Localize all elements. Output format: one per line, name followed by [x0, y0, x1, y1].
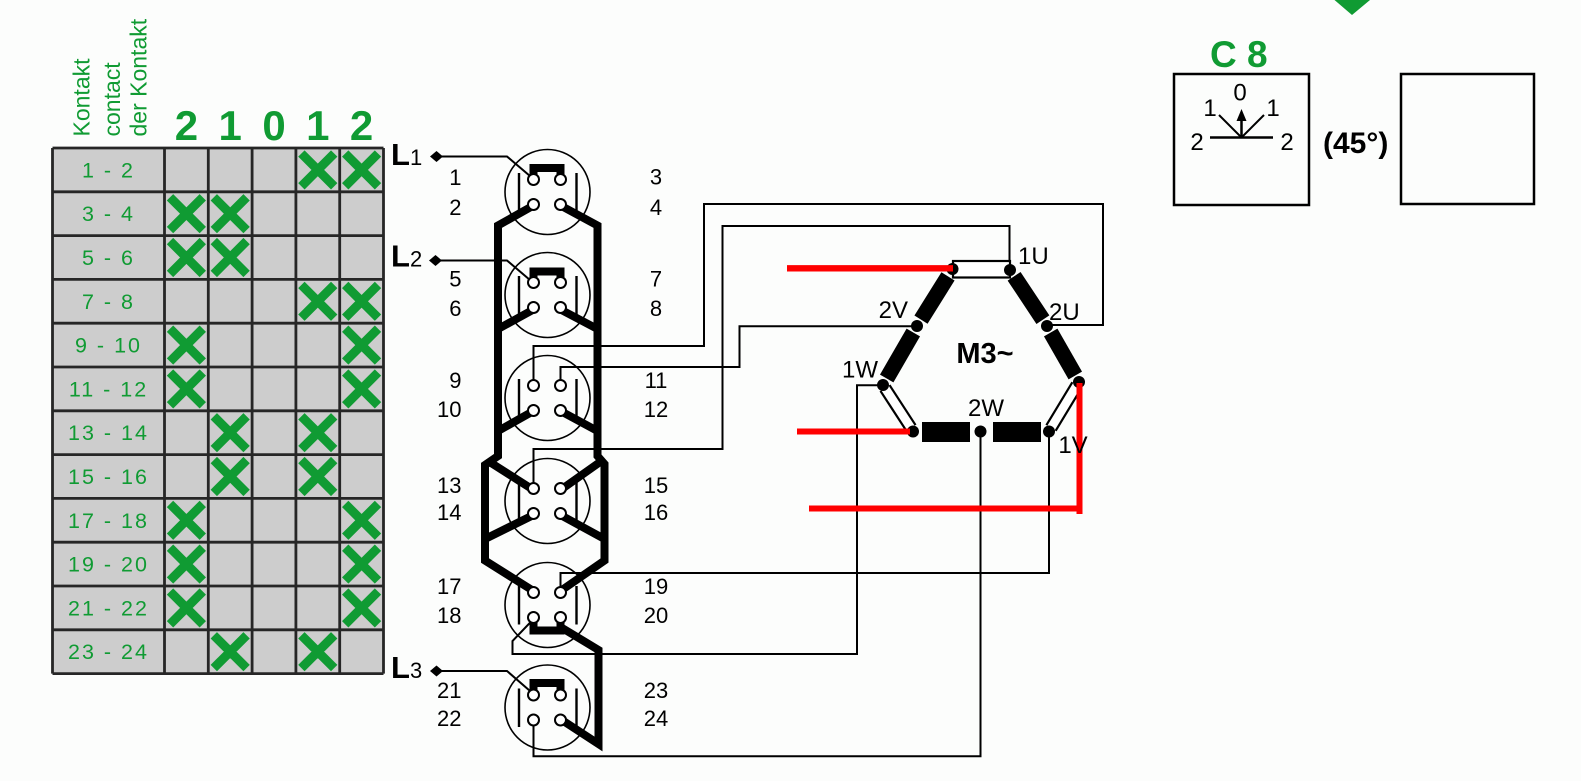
svg-text:11: 11 — [645, 368, 668, 393]
svg-text:2: 2 — [350, 102, 373, 149]
svg-text:1: 1 — [449, 165, 461, 190]
svg-text:2: 2 — [1280, 129, 1293, 156]
svg-text:22: 22 — [437, 706, 461, 731]
svg-text:17: 17 — [437, 574, 461, 599]
svg-text:Kontakt: Kontakt — [69, 58, 95, 137]
svg-text:C 8: C 8 — [1210, 34, 1268, 75]
svg-text:11 - 12: 11 - 12 — [69, 377, 148, 401]
svg-text:1: 1 — [306, 102, 329, 149]
svg-text:23 - 24: 23 - 24 — [68, 640, 149, 664]
svg-text:1V: 1V — [1058, 432, 1087, 459]
svg-text:der Kontakt: der Kontakt — [126, 18, 152, 136]
svg-text:24: 24 — [644, 706, 668, 731]
svg-text:(45°): (45°) — [1323, 127, 1388, 160]
svg-text:1: 1 — [410, 145, 422, 170]
svg-text:18: 18 — [437, 603, 461, 628]
svg-text:3: 3 — [410, 658, 422, 683]
svg-text:1: 1 — [1203, 95, 1216, 122]
svg-text:9: 9 — [449, 368, 461, 393]
svg-text:3 - 4: 3 - 4 — [82, 202, 135, 226]
svg-text:1: 1 — [219, 102, 242, 149]
svg-text:20: 20 — [644, 603, 668, 628]
svg-text:2W: 2W — [968, 395, 1004, 422]
svg-text:L: L — [391, 137, 410, 172]
svg-text:23: 23 — [644, 678, 668, 703]
svg-text:5 - 6: 5 - 6 — [82, 246, 135, 270]
svg-text:13 - 14: 13 - 14 — [68, 421, 149, 445]
svg-text:7: 7 — [650, 266, 662, 291]
svg-text:14: 14 — [437, 500, 461, 525]
svg-text:1W: 1W — [842, 357, 878, 384]
svg-text:2: 2 — [1190, 129, 1203, 156]
svg-text:15 - 16: 15 - 16 — [68, 465, 149, 489]
svg-text:2V: 2V — [879, 297, 908, 324]
svg-text:1 - 2: 1 - 2 — [82, 158, 135, 182]
svg-text:contact: contact — [99, 62, 125, 137]
svg-text:17 - 18: 17 - 18 — [68, 509, 149, 533]
svg-text:1: 1 — [1266, 95, 1279, 122]
svg-text:2U: 2U — [1049, 299, 1080, 326]
svg-text:0: 0 — [262, 102, 285, 149]
svg-text:2: 2 — [175, 102, 198, 149]
svg-text:7 - 8: 7 - 8 — [82, 290, 135, 314]
svg-text:6: 6 — [449, 296, 461, 321]
svg-text:L: L — [391, 650, 410, 685]
svg-text:0: 0 — [1233, 80, 1246, 107]
svg-text:10: 10 — [437, 397, 461, 422]
svg-text:15: 15 — [644, 473, 668, 498]
svg-text:19 - 20: 19 - 20 — [68, 553, 149, 577]
svg-text:13: 13 — [437, 473, 461, 498]
svg-text:3: 3 — [650, 164, 662, 189]
svg-text:19: 19 — [644, 574, 668, 599]
svg-text:2: 2 — [449, 195, 461, 220]
svg-text:4: 4 — [650, 195, 662, 220]
svg-text:21: 21 — [437, 678, 461, 703]
svg-text:9 - 10: 9 - 10 — [75, 334, 142, 358]
svg-text:16: 16 — [644, 500, 668, 525]
svg-text:2: 2 — [410, 247, 422, 272]
svg-text:5: 5 — [449, 266, 461, 291]
svg-text:L: L — [391, 239, 410, 274]
svg-text:1U: 1U — [1018, 243, 1049, 270]
svg-text:8: 8 — [650, 296, 662, 321]
svg-text:21 - 22: 21 - 22 — [68, 596, 149, 620]
svg-text:M3~: M3~ — [956, 338, 1013, 370]
svg-text:12: 12 — [644, 397, 668, 422]
